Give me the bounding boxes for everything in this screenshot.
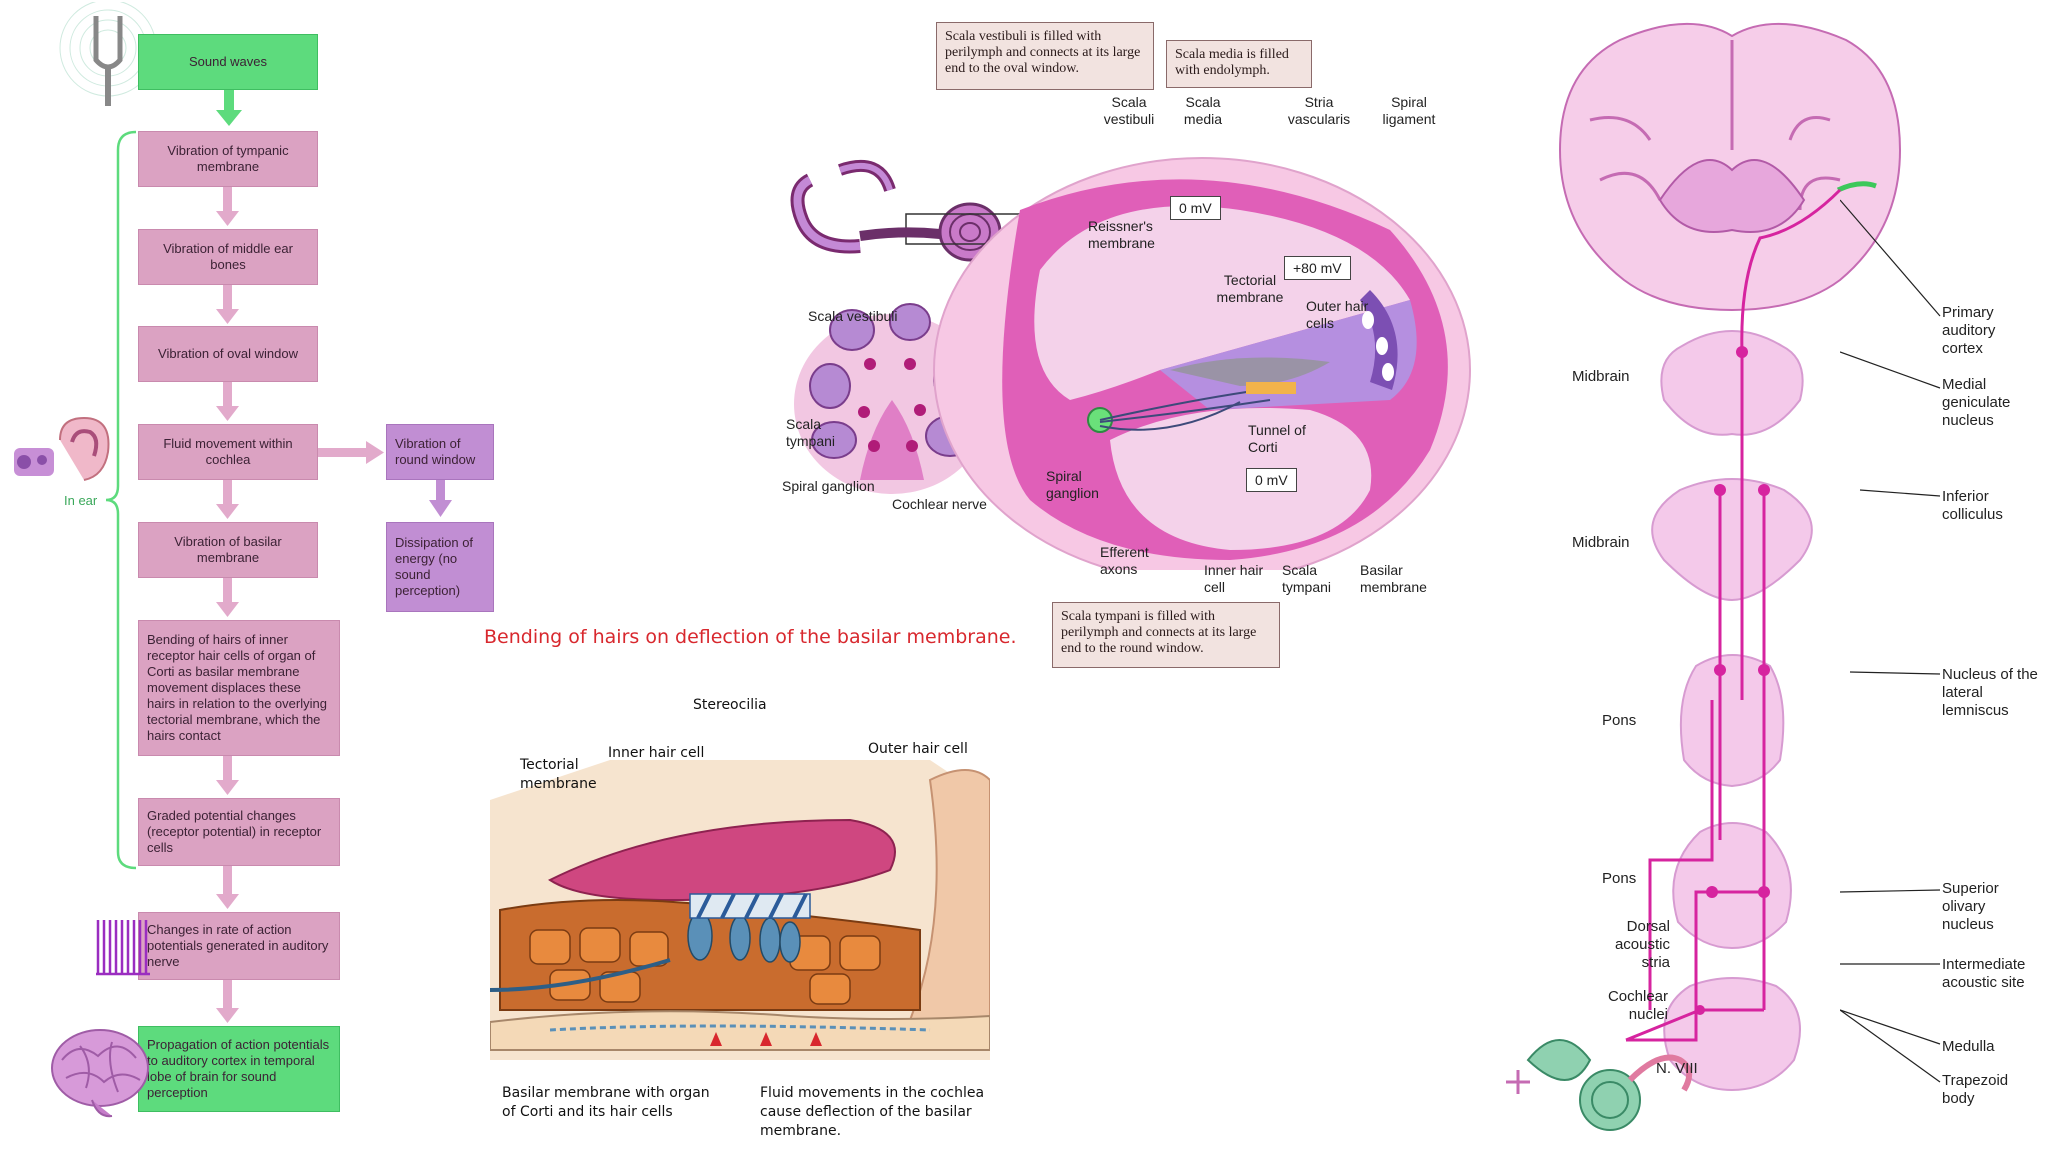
flow-box-round-window: Vibration of round window <box>386 424 494 480</box>
flow-box-sound-waves: Sound waves <box>138 34 318 90</box>
flow-box-propagation: Propagation of action potentials to audi… <box>138 1026 340 1112</box>
action-potential-icon <box>96 920 150 976</box>
label-tectorial: Tectorial membrane <box>1216 272 1284 305</box>
callout-scala-media: Scala media is filled with endolymph. <box>1166 40 1312 88</box>
label-efferent: Efferent axons <box>1100 544 1149 577</box>
flow-box-oval-window: Vibration of oval window <box>138 326 318 382</box>
flow-box-fluid-movement: Fluid movement within cochlea <box>138 424 318 480</box>
label-stereocilia: Stereocilia <box>693 697 767 713</box>
flow-box-tympanic: Vibration of tympanic membrane <box>138 131 318 187</box>
label-scala-vestibuli-top: Scala vestibuli <box>1103 94 1155 127</box>
label-tectorial-corti: Tectorial membrane <box>520 757 597 792</box>
label-superior-olivary: Superior olivary nucleus <box>1942 880 1999 933</box>
label-cochlear-nerve: Cochlear nerve <box>892 496 987 512</box>
flow-box-middle-ear-bones: Vibration of middle ear bones <box>138 229 318 285</box>
label-outer-hair: Outer hair cells <box>1306 298 1369 331</box>
callout-scala-vestibuli: Scala vestibuli is filled with perilymph… <box>936 22 1154 90</box>
caption-basilar: Basilar membrane with organ of Corti and… <box>502 1085 710 1120</box>
label-pons-1: Pons <box>1602 712 1637 729</box>
label-n-viii: N. VIII <box>1656 1060 1698 1077</box>
mv-vestibuli: 0 mV <box>1170 196 1221 220</box>
flow-arrows <box>14 130 452 1118</box>
label-midbrain-2: Midbrain <box>1572 534 1630 551</box>
pathway-leader-lines <box>1840 199 1941 1083</box>
brain-icon <box>51 1029 149 1118</box>
label-outer-hair-cell: Outer hair cell <box>868 741 968 757</box>
label-lateral-lemniscus: Nucleus of the lateral lemniscus <box>1942 666 2038 719</box>
brain-coronal <box>1558 23 1902 312</box>
label-scala-tympani-bottom: Scala tympani <box>1282 562 1332 595</box>
flow-box-changes: Changes in rate of action potentials gen… <box>138 912 340 980</box>
annotation-text: Bending of hairs on deflection of the ba… <box>484 626 1017 648</box>
label-primary-auditory-cortex: Primary auditory cortex <box>1942 304 1996 357</box>
label-spiral-ligament: Spiral ligament <box>1382 94 1436 127</box>
label-dorsal-stria: Dorsal acoustic stria <box>1614 918 1670 971</box>
auditory-pathway-illustration <box>1506 23 1902 1131</box>
flow-box-dissipation: Dissipation of energy (no sound percepti… <box>386 522 494 612</box>
label-inner-hair: Inner hair cell <box>1204 562 1264 595</box>
organ-of-corti-illustration <box>490 760 990 1060</box>
label-inner-hair-cell: Inner hair cell <box>608 745 705 761</box>
in-ear-label: In ear <box>64 493 98 508</box>
flow-box-bending: Bending of hairs of inner receptor hair … <box>138 620 340 756</box>
label-scala-media-top: Scala media <box>1183 94 1223 127</box>
label-spiral-ganglion-mid: Spiral ganglion <box>1046 468 1099 501</box>
flow-box-graded: Graded potential changes (receptor poten… <box>138 798 340 866</box>
label-spiral-ganglion-left: Spiral ganglion <box>782 478 875 494</box>
caption-fluid: Fluid movements in the cochlea cause def… <box>760 1085 985 1139</box>
label-midbrain-1: Midbrain <box>1572 368 1630 385</box>
label-trapezoid-body: Trapezoid body <box>1942 1072 2009 1107</box>
flow-box-basilar: Vibration of basilar membrane <box>138 522 318 578</box>
mv-tympani: 0 mV <box>1246 468 1297 492</box>
flow-arrow <box>216 90 242 126</box>
mv-media: +80 mV <box>1284 256 1351 280</box>
ear-cochlea-icon <box>1506 1039 1693 1131</box>
label-intermediate-acoustic: Intermediate acoustic site <box>1942 956 2026 991</box>
label-pons-2: Pons <box>1602 870 1637 887</box>
label-reissner: Reissner's membrane <box>1088 218 1155 251</box>
label-tunnel: Tunnel of Corti <box>1248 422 1306 455</box>
label-basilar: Basilar membrane <box>1360 562 1427 595</box>
label-inferior-colliculus: Inferior colliculus <box>1942 488 2003 523</box>
ear-icon <box>14 416 110 481</box>
label-stria: Stria vascularis <box>1287 94 1351 127</box>
label-scala-vestibuli-left: Scala vestibuli <box>808 308 898 324</box>
label-medulla: Medulla <box>1942 1038 1995 1055</box>
label-cochlear-nuclei: Cochlear nuclei <box>1607 988 1668 1023</box>
label-scala-tympani-left: Scala tympani <box>786 416 836 449</box>
label-medial-geniculate: Medial geniculate nucleus <box>1942 376 2011 429</box>
cochlea-illustration <box>790 157 1471 570</box>
callout-scala-tympani: Scala tympani is filled with perilymph a… <box>1052 602 1280 668</box>
